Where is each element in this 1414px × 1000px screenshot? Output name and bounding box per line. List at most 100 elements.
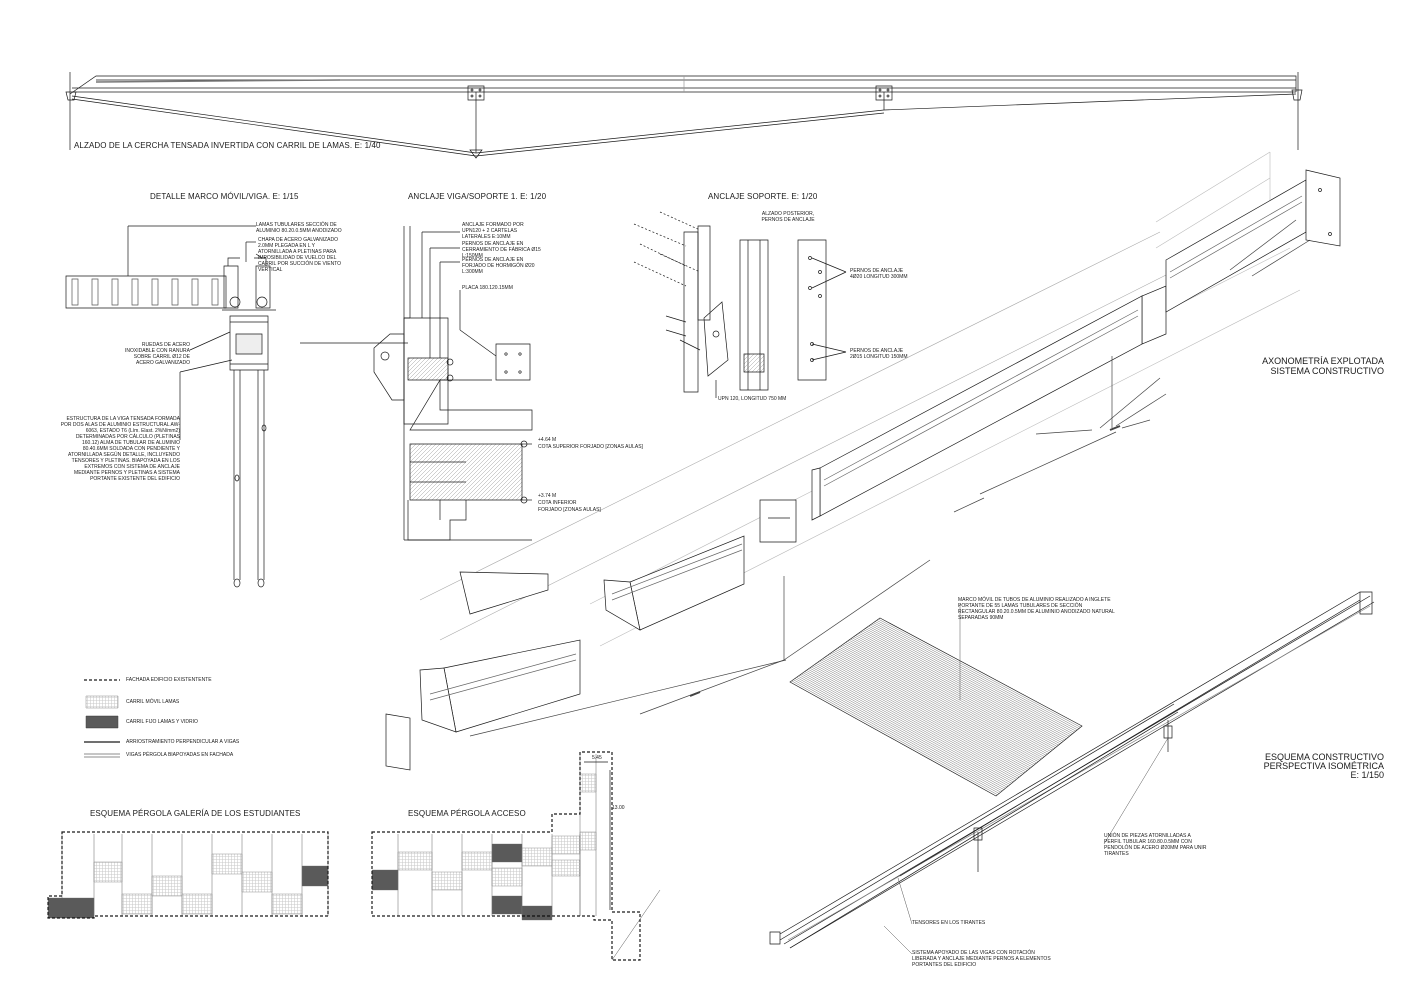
scheme-cell bbox=[552, 836, 580, 854]
slat-line bbox=[833, 652, 1037, 763]
note-union: UNIÓN DE PIEZAS ATORNILLADAS A PERFIL TU… bbox=[1104, 833, 1207, 857]
scheme-cell bbox=[492, 868, 522, 886]
title-iso-3: E: 1/150 bbox=[1350, 770, 1384, 780]
slat-line bbox=[829, 654, 1033, 765]
anchor-support bbox=[634, 212, 846, 398]
slat-line bbox=[846, 642, 1050, 752]
note-pernos-cerramiento: PERNOS DE ANCLAJE EN CERRAMIENTO DE FÁBR… bbox=[462, 241, 541, 259]
scheme-cell bbox=[522, 848, 552, 866]
slat-line bbox=[849, 640, 1052, 750]
slat-line bbox=[797, 677, 1003, 791]
note-cota-sup: COTA SUPERIOR FORJADO [ZONAS AULAS] bbox=[538, 444, 643, 450]
slat-line bbox=[810, 668, 1015, 781]
scheme-cell bbox=[398, 852, 432, 870]
slat-line bbox=[836, 649, 1040, 760]
isometric-beam bbox=[770, 592, 1374, 948]
scheme-cell bbox=[122, 894, 152, 914]
scheme-cell bbox=[432, 872, 462, 890]
note-estructura: ESTRUCTURA DE LA VIGA TENSADA FORMADA PO… bbox=[60, 416, 180, 482]
scheme-cell bbox=[242, 872, 272, 892]
note-cota-inf-1: COTA INFERIOR bbox=[538, 500, 577, 506]
dimension-1: 5.45 bbox=[592, 755, 602, 761]
dimension-2: 13.00 bbox=[612, 805, 625, 811]
slat-line bbox=[865, 628, 1068, 737]
anchor-beam-support bbox=[300, 226, 532, 540]
scheme-cell bbox=[272, 894, 302, 914]
scheme-cell bbox=[580, 774, 596, 792]
note-tensores: TENSORES EN LOS TIRANTES bbox=[912, 920, 986, 926]
title-elevation: ALZADO DE LA CERCHA TENSADA INVERTIDA CO… bbox=[74, 141, 381, 150]
slat-line bbox=[834, 651, 1038, 762]
note-pernos-2: PERNOS DE ANCLAJE 2Ø15 LONGITUD 150MM bbox=[850, 348, 908, 360]
slat-line bbox=[818, 662, 1023, 774]
slat-line bbox=[837, 648, 1041, 759]
slat-line bbox=[816, 663, 1021, 775]
note-pernos-4: PERNOS DE ANCLAJE 4Ø20 LONGITUD 300MM bbox=[850, 268, 908, 280]
slat-line bbox=[864, 630, 1067, 739]
slat-line bbox=[873, 623, 1075, 731]
scheme-cell bbox=[302, 866, 328, 886]
slat-line bbox=[824, 658, 1028, 770]
note-sistema-apoyado: SISTEMA APOYADO DE LAS VIGAS CON ROTACIÓ… bbox=[912, 950, 1051, 968]
slat-line bbox=[877, 620, 1079, 728]
scheme-cell bbox=[552, 860, 580, 876]
leader-lines bbox=[612, 604, 1168, 960]
slat-line bbox=[875, 621, 1077, 729]
title-scheme-access: ESQUEMA PÉRGOLA ACCESO bbox=[408, 809, 526, 818]
title-anchor-beam: ANCLAJE VIGA/SOPORTE 1. E: 1/20 bbox=[408, 192, 547, 201]
slat-line bbox=[800, 675, 1006, 788]
title-detail-frame: DETALLE MARCO MÓVIL/VIGA. E: 1/15 bbox=[150, 192, 299, 201]
slat-line bbox=[823, 659, 1028, 771]
slat-line bbox=[839, 647, 1043, 758]
slat-line bbox=[878, 619, 1080, 727]
note-cota-inf-2: FORJADO [ZONAS AULAS] bbox=[538, 507, 601, 513]
title-iso-2: PERSPECTIVA ISOMÉTRICA bbox=[1263, 761, 1384, 771]
scheme-access bbox=[372, 752, 640, 960]
slat-line bbox=[855, 635, 1058, 745]
truss-elevation bbox=[66, 72, 1302, 158]
slat-line bbox=[831, 653, 1035, 764]
scheme-cell bbox=[212, 854, 242, 874]
slat-line bbox=[792, 681, 998, 795]
slat-line bbox=[808, 669, 1013, 782]
legend-label-3: CARRIL FIJO LAMAS Y VIDRIO bbox=[126, 719, 198, 725]
axo-beam-segments bbox=[386, 170, 1340, 770]
slat-line bbox=[862, 631, 1065, 740]
title-iso-1: ESQUEMA CONSTRUCTIVO bbox=[1264, 752, 1384, 762]
slat-line bbox=[811, 667, 1016, 780]
note-ruedas: RUEDAS DE ACERO INOXIDABLE CON RANURA SO… bbox=[124, 342, 190, 366]
note-placa: PLACA 180.120.15MM bbox=[462, 285, 513, 291]
slat-line bbox=[793, 680, 999, 794]
slat-line bbox=[851, 639, 1054, 749]
slat-line bbox=[844, 644, 1048, 754]
note-marco-movil: MARCO MÓVIL DE TUBOS DE ALUMINIO REALIZA… bbox=[958, 597, 1115, 621]
note-upn-longitud: UPN 120, LONGITUD 750 MM bbox=[718, 396, 787, 402]
slat-line bbox=[847, 641, 1050, 751]
slat-line bbox=[828, 655, 1032, 766]
slat-line bbox=[806, 670, 1011, 783]
slat-line bbox=[795, 679, 1001, 793]
note-cota-inf-value: +3.74 M bbox=[538, 493, 557, 499]
slat-line bbox=[860, 632, 1063, 741]
slat-line bbox=[798, 676, 1004, 789]
scheme-cell bbox=[48, 898, 94, 918]
slat-line bbox=[872, 624, 1074, 733]
note-alzado-posterior: ALZADO POSTERIOR, PERNOS DE ANCLAJE bbox=[761, 211, 815, 223]
scheme-gallery bbox=[48, 832, 328, 918]
slat-line bbox=[803, 673, 1008, 786]
title-axo-2: SISTEMA CONSTRUCTIVO bbox=[1270, 366, 1384, 376]
exploded-axonometry bbox=[420, 152, 1300, 646]
axo-tie-rods bbox=[470, 220, 1310, 736]
scheme-cell bbox=[372, 870, 398, 890]
slat-line bbox=[819, 661, 1024, 773]
note-lamas: LAMAS TUBULARES SECCIÓN DE ALUMINIO 80.2… bbox=[256, 222, 342, 234]
slat-line bbox=[867, 627, 1070, 736]
slat-line bbox=[870, 625, 1072, 734]
legend-label-2: CARRIL MÓVIL LAMAS bbox=[126, 699, 180, 705]
note-anclaje-upn: ANCLAJE FORMADO POR UPN120 + 2 CARTELAS … bbox=[462, 222, 524, 240]
slat-line bbox=[805, 672, 1010, 785]
slat-line bbox=[821, 660, 1026, 772]
legend-label-5: VIGAS PÉRGOLA BIAPOYADAS EN FACHADA bbox=[126, 752, 234, 758]
